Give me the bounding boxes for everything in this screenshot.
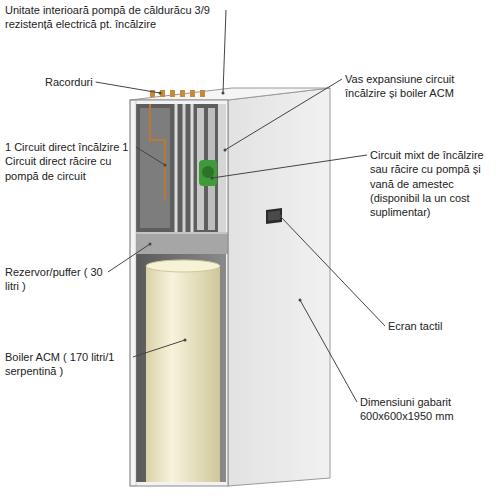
leader-line [212, 155, 367, 178]
leader-dot [279, 215, 282, 218]
front-outline [130, 100, 228, 486]
touch-screen [266, 208, 282, 224]
touch-screen-glass [268, 211, 280, 222]
label-holder: Dimensiuni gabarit 600x600x1950 mm [360, 395, 490, 424]
leader-line [96, 82, 160, 93]
callout-label: Rezervor/puffer ( 30 litri ) [5, 265, 105, 294]
callout-label: Boiler ACM ( 170 litri/1 serpentină ) [5, 350, 130, 379]
boiler-cylinder [146, 266, 220, 482]
leader-line [136, 147, 165, 165]
callout-label: Racorduri [45, 75, 93, 89]
leader-dot [164, 164, 167, 167]
callout-label: Ecran tactil [388, 319, 442, 333]
leader-dot [222, 92, 225, 95]
leader-line [300, 300, 357, 402]
callout-label: 1 Circuit direct încălzire 1 Circuit dir… [5, 140, 133, 183]
boiler-top [146, 260, 220, 272]
callout-label: Circuit mixt de încălzire sau răcire cu … [370, 148, 494, 219]
front-edge [130, 100, 136, 486]
leader-dot [149, 243, 152, 246]
label-holder: Unitate interioară pompă de căldurăcu 3/… [5, 3, 223, 32]
lower-compartment [136, 254, 226, 482]
label-holder: 1 Circuit direct încălzire 1 Circuit dir… [5, 140, 133, 184]
leader-dot [184, 339, 187, 342]
leader-line [223, 10, 226, 93]
top-panel [130, 88, 330, 100]
leader-line [133, 340, 185, 357]
leader-dot [299, 299, 302, 302]
callout-label: Unitate interioară pompă de căldurăcu 3/… [5, 3, 223, 32]
leader-dot [224, 149, 227, 152]
label-holder: Ecran tactil [388, 316, 442, 334]
label-holder: Racorduri [45, 72, 93, 90]
label-holder: Rezervor/puffer ( 30 litri ) [5, 265, 105, 294]
callout-label: Vas expansiune circuit încălzire și boil… [345, 72, 495, 101]
divider-edge [130, 232, 228, 234]
leader-dot [211, 177, 214, 180]
leader-line [280, 216, 385, 326]
leader-line [225, 79, 342, 150]
label-holder: Vas expansiune circuit încălzire și boil… [345, 72, 495, 101]
front-frame [130, 100, 228, 486]
divider-band [130, 232, 228, 254]
leader-dot [159, 92, 162, 95]
label-holder: Boiler ACM ( 170 litri/1 serpentină ) [5, 350, 130, 379]
callout-label: Dimensiuni gabarit 600x600x1950 mm [360, 395, 490, 424]
label-holder: Circuit mixt de încălzire sau răcire cu … [370, 148, 494, 220]
side-panel [228, 88, 330, 486]
upper-compartment [136, 104, 226, 232]
pipe-connectors [150, 90, 205, 97]
leader-line [108, 244, 150, 272]
